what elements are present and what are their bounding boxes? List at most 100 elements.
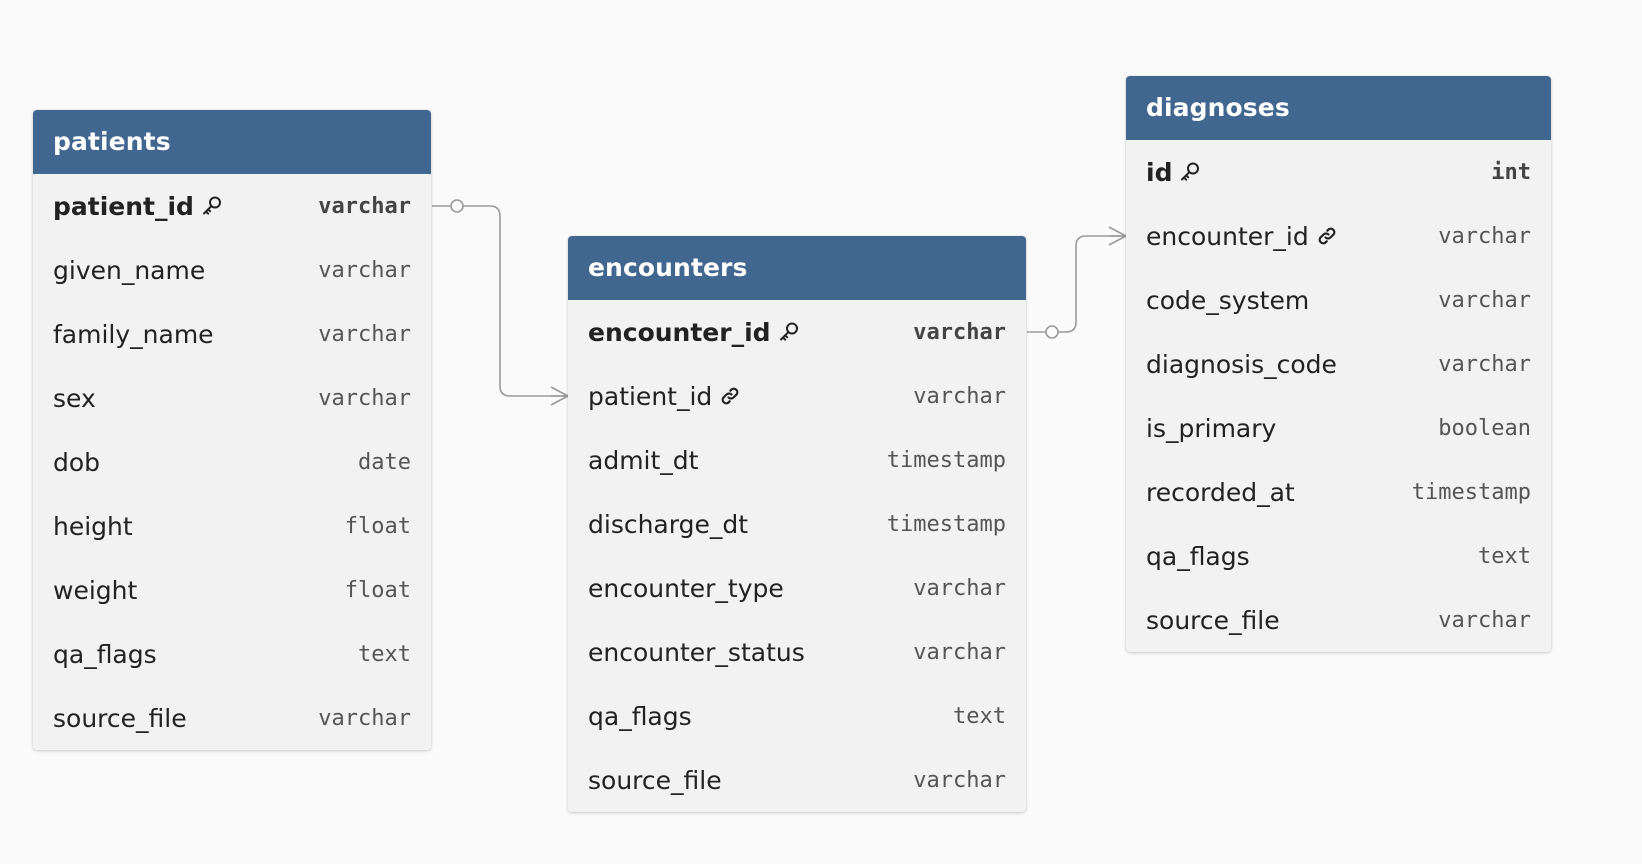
field-row-encounter-id[interactable]: encounter_id varchar xyxy=(1126,204,1551,268)
link-icon xyxy=(719,385,741,407)
field-name-text: height xyxy=(53,511,133,541)
field-name-text: qa_flags xyxy=(53,639,157,669)
field-type: varchar xyxy=(1438,351,1531,377)
field-row-source-file[interactable]: source_file varchar xyxy=(33,686,431,750)
field-name-text: discharge_dt xyxy=(588,509,749,539)
field-name: qa_flags xyxy=(588,702,692,731)
field-name-text: qa_flags xyxy=(1146,541,1250,571)
table-header-diagnoses[interactable]: diagnoses xyxy=(1126,76,1551,140)
field-name: encounter_status xyxy=(588,638,805,667)
field-type: varchar xyxy=(318,705,411,731)
field-name: source_file xyxy=(588,766,722,795)
field-type: timestamp xyxy=(886,511,1006,537)
field-name-text: source_file xyxy=(1146,605,1280,635)
field-row-height[interactable]: height float xyxy=(33,494,431,558)
field-name-text: id xyxy=(1146,157,1173,187)
field-name: encounter_id xyxy=(1146,222,1338,251)
field-name-text: diagnosis_code xyxy=(1146,349,1337,379)
field-type: float xyxy=(344,577,411,603)
field-name-text: admit_dt xyxy=(588,445,699,475)
field-type: varchar xyxy=(1438,223,1531,249)
field-name: given_name xyxy=(53,256,205,285)
field-name-text: is_primary xyxy=(1146,413,1277,443)
field-name: is_primary xyxy=(1146,414,1276,443)
field-row-is-primary[interactable]: is_primary boolean xyxy=(1126,396,1551,460)
table-header-encounters[interactable]: encounters xyxy=(568,236,1026,300)
field-type: varchar xyxy=(318,193,411,219)
table-header-patients[interactable]: patients xyxy=(33,110,431,174)
field-name-text: patient_id xyxy=(588,381,713,411)
field-row-dob[interactable]: dob date xyxy=(33,430,431,494)
field-name-text: patient_id xyxy=(53,191,194,221)
field-type: text xyxy=(953,703,1006,729)
field-row-weight[interactable]: weight float xyxy=(33,558,431,622)
field-type: date xyxy=(358,449,411,475)
field-name: height xyxy=(53,512,133,541)
field-type: varchar xyxy=(1438,607,1531,633)
field-row-encounter-type[interactable]: encounter_type varchar xyxy=(568,556,1026,620)
field-row-admit-dt[interactable]: admit_dt timestamp xyxy=(568,428,1026,492)
field-type: boolean xyxy=(1438,415,1531,441)
field-type: int xyxy=(1491,159,1531,185)
field-name: patient_id xyxy=(588,382,741,411)
field-name-text: given_name xyxy=(53,255,206,285)
field-type: timestamp xyxy=(1411,479,1531,505)
field-name: qa_flags xyxy=(1146,542,1250,571)
field-row-patient-id[interactable]: patient_id varchar xyxy=(568,364,1026,428)
field-row-diagnosis-code[interactable]: diagnosis_code varchar xyxy=(1126,332,1551,396)
field-name-text: encounter_id xyxy=(1146,221,1309,251)
field-name: source_file xyxy=(1146,606,1280,635)
field-type: varchar xyxy=(913,639,1006,665)
field-row-source-file[interactable]: source_file varchar xyxy=(1126,588,1551,652)
field-name-text: encounter_type xyxy=(588,573,784,603)
field-row-qa-flags[interactable]: qa_flags text xyxy=(33,622,431,686)
field-row-sex[interactable]: sex varchar xyxy=(33,366,431,430)
field-name: encounter_id xyxy=(588,318,800,347)
field-row-source-file[interactable]: source_file varchar xyxy=(568,748,1026,812)
field-name: patient_id xyxy=(53,192,223,221)
field-type: varchar xyxy=(913,767,1006,793)
field-name: admit_dt xyxy=(588,446,698,475)
field-name: discharge_dt xyxy=(588,510,748,539)
field-row-id[interactable]: id int xyxy=(1126,140,1551,204)
field-name: sex xyxy=(53,384,96,413)
field-name-text: sex xyxy=(53,383,96,413)
field-row-patient-id[interactable]: patient_id varchar xyxy=(33,174,431,238)
key-icon xyxy=(778,321,800,343)
field-name-text: encounter_status xyxy=(588,637,805,667)
field-row-encounter-status[interactable]: encounter_status varchar xyxy=(568,620,1026,684)
field-name: dob xyxy=(53,448,100,477)
field-type: text xyxy=(358,641,411,667)
field-name-text: encounter_id xyxy=(588,317,771,347)
field-name-text: weight xyxy=(53,575,138,605)
field-type: float xyxy=(344,513,411,539)
field-type: varchar xyxy=(913,575,1006,601)
field-row-qa-flags[interactable]: qa_flags text xyxy=(568,684,1026,748)
field-name: source_file xyxy=(53,704,187,733)
field-name-text: dob xyxy=(53,447,101,477)
field-name: family_name xyxy=(53,320,214,349)
field-name: recorded_at xyxy=(1146,478,1295,507)
key-icon xyxy=(1179,161,1201,183)
field-name-text: recorded_at xyxy=(1146,477,1295,507)
relationship-patients-encounters xyxy=(432,199,569,406)
field-name-text: qa_flags xyxy=(588,701,692,731)
field-type: varchar xyxy=(318,385,411,411)
key-icon xyxy=(201,195,223,217)
field-row-recorded-at[interactable]: recorded_at timestamp xyxy=(1126,460,1551,524)
field-row-discharge-dt[interactable]: discharge_dt timestamp xyxy=(568,492,1026,556)
field-type: timestamp xyxy=(886,447,1006,473)
field-type: varchar xyxy=(1438,287,1531,313)
field-type: varchar xyxy=(913,383,1006,409)
relationship-encounters-diagnoses xyxy=(1027,226,1127,339)
link-icon xyxy=(1316,225,1338,247)
field-name: encounter_type xyxy=(588,574,784,603)
